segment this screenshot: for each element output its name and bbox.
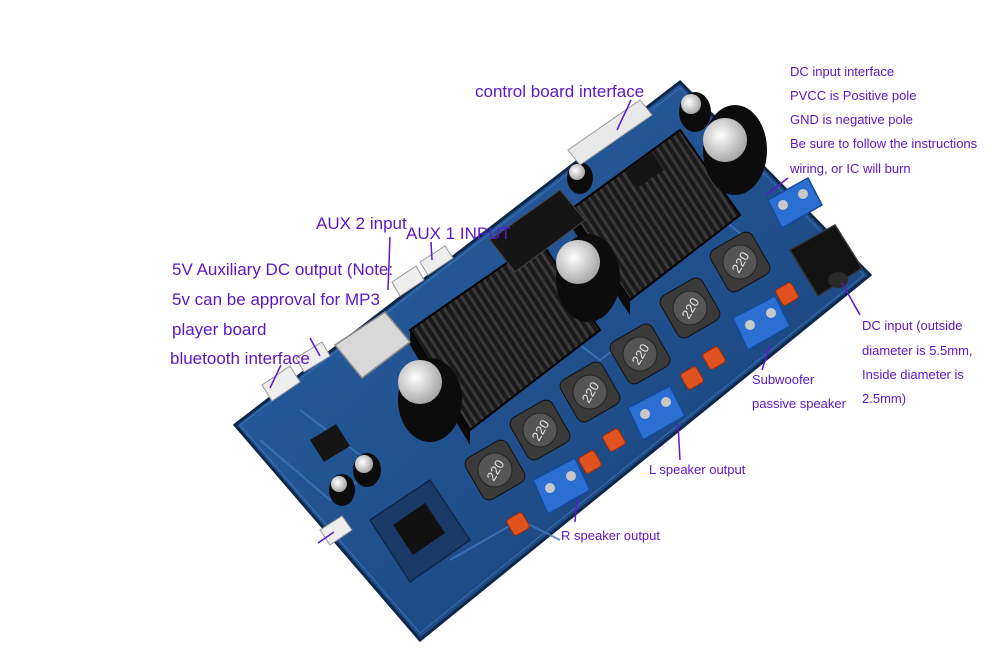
connector-aux2	[391, 265, 425, 297]
dc-input-line-3: Inside diameter is	[862, 367, 964, 382]
red-capacitor-2	[702, 346, 726, 370]
aux5v-line-1: 5V Auxiliary DC output (Note:	[172, 260, 394, 279]
label-bluetooth-interface: bluetooth interface	[170, 349, 310, 368]
inductor-5: 220	[509, 399, 571, 461]
inductor-2: 220	[659, 277, 721, 339]
capacitor-small-4	[329, 474, 355, 506]
connector-bottom	[319, 515, 353, 546]
connector-bluetooth	[261, 365, 301, 402]
dc-input-line-4: 2.5mm)	[862, 391, 907, 406]
capacitor-large-1	[398, 358, 462, 442]
red-capacitor-6	[506, 512, 530, 536]
terminal-dc	[767, 176, 823, 230]
red-capacitor-4	[602, 428, 626, 452]
leader-lines	[269, 99, 861, 544]
capacitor-large-3	[703, 105, 767, 195]
inductor-1: 220	[709, 231, 771, 293]
small-ic	[625, 152, 664, 188]
dc-interface-line-2: PVCC is Positive pole	[790, 88, 917, 103]
terminal-r-speaker	[532, 456, 591, 516]
red-capacitor-5	[578, 450, 602, 474]
op-amp-ic	[310, 424, 350, 462]
label-aux2-input: AUX 2 input	[316, 214, 407, 233]
dc-interface-line-4: Be sure to follow the instructions	[790, 136, 978, 151]
dc-interface-line-1: DC input interface	[790, 64, 895, 79]
dc-interface-line-3: GND is negative pole	[790, 112, 913, 127]
label-r-speaker-output: R speaker output	[561, 528, 661, 543]
aux5v-line-2: 5v can be approval for MP3	[172, 290, 380, 309]
red-capacitor-1	[775, 282, 799, 306]
capacitor-small-2	[567, 162, 593, 194]
capacitor-small-1	[679, 92, 711, 132]
capacitor-large-2	[556, 234, 620, 322]
dc-input-line-2: diameter is 5.5mm,	[862, 343, 973, 358]
connector-aux1	[419, 245, 454, 276]
regulator-heatsink	[333, 311, 412, 380]
connector-5v	[295, 341, 331, 373]
aux5v-line-3: player board	[172, 320, 267, 339]
label-control-board-interface: control board interface	[475, 82, 645, 101]
trimmer-resistors	[506, 282, 799, 536]
amplifier-ic	[489, 189, 586, 273]
inductor-3: 220	[609, 323, 671, 385]
capacitor-small-3	[353, 453, 381, 487]
connector-control	[567, 99, 653, 166]
subwoofer-line-2: passive speaker	[752, 396, 846, 411]
label-aux1-input: AUX 1 INPUT	[406, 224, 511, 243]
inductor-4: 220	[559, 361, 621, 423]
dc-interface-line-5: wiring, or IC will burn	[790, 161, 911, 176]
terminal-subwoofer	[732, 294, 791, 352]
terminal-l-speaker	[627, 384, 686, 442]
inductor-6: 220	[464, 439, 526, 501]
label-l-speaker-output: L speaker output	[649, 462, 746, 477]
dc-input-line-1: DC input (outside	[862, 318, 963, 333]
red-capacitor-3	[680, 366, 704, 390]
subwoofer-line-1: Subwoofer	[752, 372, 815, 387]
